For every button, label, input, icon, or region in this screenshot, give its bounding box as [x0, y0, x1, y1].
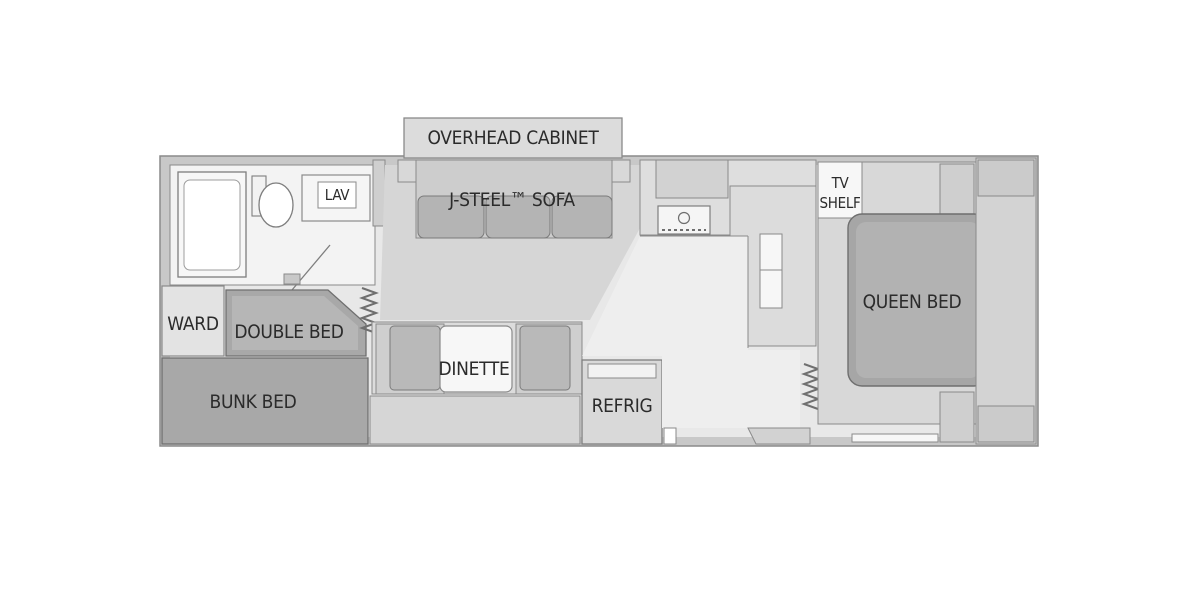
refrigerator-top [587, 363, 657, 379]
tv-shelf [817, 161, 863, 219]
accordion-door-left [359, 287, 379, 334]
bathtub-inner [183, 179, 241, 271]
double-bed-top [232, 296, 358, 350]
bottom-window [851, 433, 939, 443]
bath-door-jamb [283, 273, 301, 285]
lav-label: LAV [325, 186, 351, 204]
sofa-cushion-1 [417, 195, 485, 239]
bath-partition [372, 159, 386, 227]
kitchen-floor [582, 236, 800, 428]
dinette-label: DINETTE [438, 358, 509, 380]
dinette-base-cabinet [369, 395, 581, 445]
refrig-label: REFRIG [592, 395, 653, 417]
range-cooktop [657, 205, 711, 235]
front-cap [975, 157, 1037, 445]
ward-cabinet [161, 285, 225, 357]
burner-icon [677, 211, 691, 225]
tv-shelf-label-line2: SHELF [819, 194, 860, 212]
lav-sink [317, 181, 357, 209]
dinette-table [439, 325, 513, 393]
bedroom-side-cabinet-bottom [939, 391, 975, 443]
dinette-bench-right-seat [519, 325, 571, 391]
sofa-cushion-3 [551, 195, 613, 239]
slideout-box [403, 117, 623, 159]
overhead-cabinet-label: OVERHEAD CABINET [427, 127, 599, 149]
kitchen-sink [759, 233, 783, 309]
accordion-door-right [801, 363, 821, 410]
sofa-label: J-STEEL™ SOFA [448, 189, 575, 211]
entry-step [747, 427, 811, 445]
bottom-notch [663, 427, 677, 445]
ward-label: WARD [167, 313, 219, 335]
bedroom-side-cabinet-top [939, 163, 975, 215]
double-bed-label: DOUBLE BED [234, 321, 343, 343]
front-wardrobe-bottom [977, 405, 1035, 443]
toilet-bowl [258, 182, 294, 228]
queen-bed-top [856, 222, 980, 378]
queen-bed-label: QUEEN BED [863, 291, 962, 313]
tv-shelf-label-line1: TV [831, 174, 850, 192]
bunk-bed [161, 357, 369, 445]
dinette-bench-left-seat [389, 325, 441, 391]
sofa-cushion-2 [485, 195, 551, 239]
overhead-kitchen-cabinet [655, 159, 729, 199]
sofa-arm-right [611, 159, 631, 183]
sofa-arm-left [397, 159, 417, 183]
front-wardrobe-top [977, 159, 1035, 197]
bunk-bed-label: BUNK BED [210, 391, 297, 413]
